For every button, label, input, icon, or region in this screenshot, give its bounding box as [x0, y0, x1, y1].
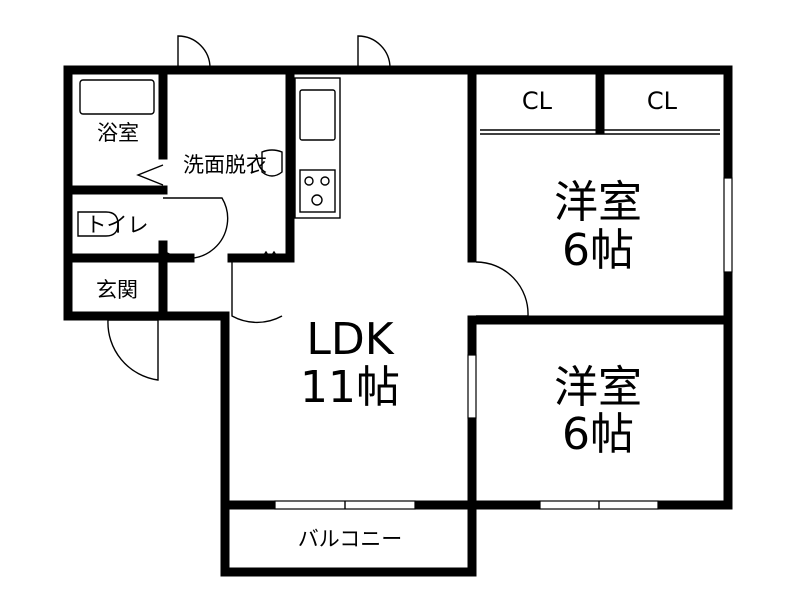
bathtub-icon [79, 79, 155, 115]
sliding-door-icon [467, 354, 477, 419]
room-label-closet-1: CL [522, 87, 553, 115]
room-label-entrance: 玄関 [96, 278, 138, 302]
toilet-icon [77, 211, 119, 237]
room-label-ldk: LDK [306, 314, 394, 365]
washbasin-icon [261, 149, 283, 177]
door-swing-icon [357, 35, 391, 69]
room-label-toilet: トイレ [86, 213, 149, 237]
room-label-western-room-1-size: 6帖 [562, 225, 634, 276]
door-swing-icon [231, 262, 283, 324]
fixtures [77, 77, 720, 260]
room-label-western-room-2: 洋室 [554, 362, 642, 413]
room-label-western-room-2-size: 6帖 [562, 409, 634, 460]
room-label-bath: 浴室 [97, 121, 139, 145]
kitchen-counter-icon [294, 77, 341, 219]
room-label-closet-2: CL [647, 87, 678, 115]
room-labels: 浴室 洗面脱衣 トイレ 玄関 LDK 11帖 洋室 6帖 洋室 6帖 CL CL… [86, 87, 678, 551]
door-swing-icon [162, 197, 229, 260]
room-label-washroom: 洗面脱衣 [183, 153, 267, 177]
room-label-balcony: バルコニー [298, 527, 403, 551]
room-label-western-room-1: 洋室 [554, 177, 642, 228]
entrance-door-icon [107, 319, 159, 381]
room-label-ldk-size: 11帖 [300, 362, 400, 413]
window-icon [723, 177, 733, 273]
door-swing-icon [475, 261, 529, 317]
sink-icon [299, 89, 336, 141]
windows [274, 177, 733, 510]
door-swing-icon [177, 35, 211, 69]
doors [107, 35, 529, 381]
walls [63, 65, 733, 577]
stove-icon [299, 169, 336, 213]
